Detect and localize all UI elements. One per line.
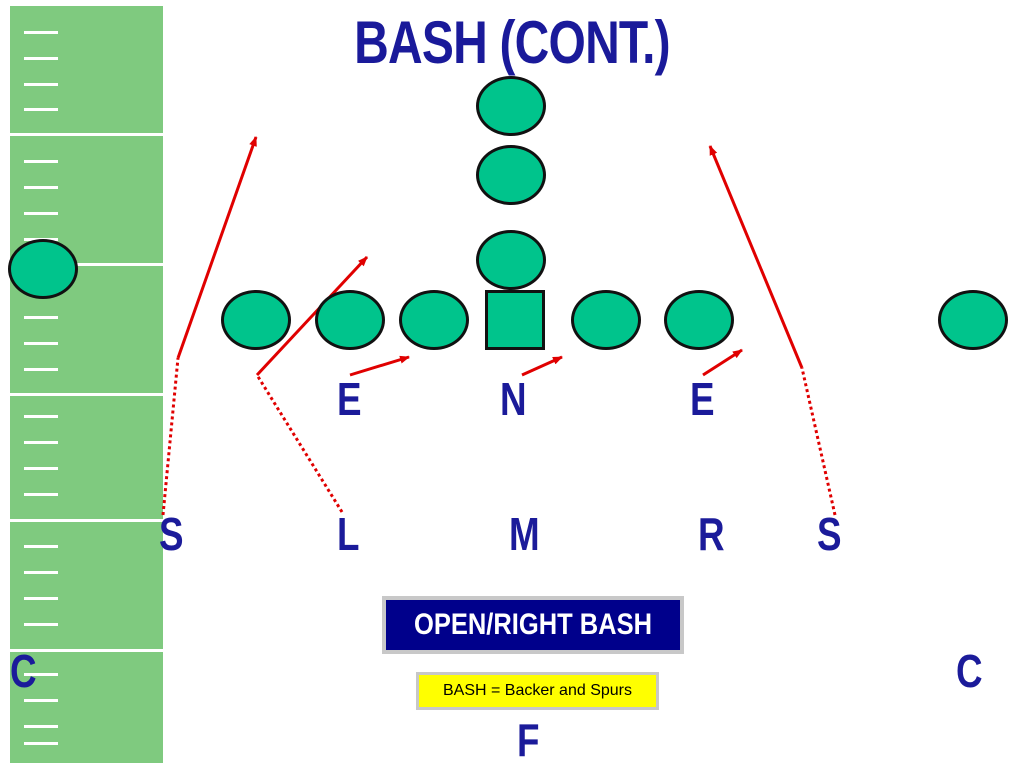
- call-box: OPEN/RIGHT BASH: [382, 596, 684, 654]
- offense-player-left-guard: [399, 290, 469, 350]
- hash-mark: [24, 699, 58, 702]
- hash-mark: [24, 368, 58, 371]
- hash-mark: [24, 212, 58, 215]
- hash-mark: [24, 83, 58, 86]
- offense-player-left-tackle: [315, 290, 385, 350]
- s-left-arrow: [176, 136, 258, 359]
- yard-line: [10, 519, 163, 522]
- s-right-dotted-path: [800, 367, 837, 516]
- hash-mark: [24, 467, 58, 470]
- hash-mark: [24, 673, 58, 676]
- s-right-arrow: [708, 145, 804, 369]
- yard-line: [10, 649, 163, 652]
- n-arrow: [521, 355, 563, 377]
- offense-player-wide-left: [8, 239, 78, 299]
- offense-player-backfield-mid: [476, 145, 546, 205]
- defender-r: R: [698, 508, 725, 560]
- hash-mark: [24, 571, 58, 574]
- yard-line: [10, 133, 163, 136]
- l-arrow: [255, 255, 369, 377]
- hash-mark: [24, 342, 58, 345]
- hash-mark: [24, 742, 58, 745]
- offense-player-backfield-deep: [476, 76, 546, 136]
- hash-mark: [24, 545, 58, 548]
- call-box-inner: OPEN/RIGHT BASH: [386, 600, 680, 650]
- defender-c-right: C: [956, 645, 983, 697]
- l-dotted-path: [255, 374, 344, 513]
- note-label: BASH = Backer and Spurs: [419, 675, 656, 707]
- defender-s-right: S: [817, 508, 842, 560]
- offense-player-wide-right: [938, 290, 1008, 350]
- e-left-arrow: [349, 355, 410, 377]
- diagram-title: BASH (CONT.): [354, 9, 671, 76]
- defender-s-left: S: [159, 508, 184, 560]
- offense-player-right-tackle: [664, 290, 734, 350]
- hash-mark: [24, 31, 58, 34]
- e-right-arrow: [702, 348, 743, 377]
- defender-n: N: [500, 373, 527, 425]
- defender-m: M: [509, 508, 540, 560]
- hash-mark: [24, 597, 58, 600]
- hash-mark: [24, 108, 58, 111]
- hash-mark: [24, 441, 58, 444]
- hash-mark: [24, 725, 58, 728]
- defender-e-right: E: [690, 373, 715, 425]
- offense-center: [485, 290, 545, 350]
- hash-mark: [24, 316, 58, 319]
- hash-mark: [24, 493, 58, 496]
- hash-mark: [24, 57, 58, 60]
- hash-mark: [24, 623, 58, 626]
- offense-player-tight-end: [221, 290, 291, 350]
- field-sideline: [10, 6, 163, 763]
- defender-e-left: E: [337, 373, 362, 425]
- offense-player-right-guard: [571, 290, 641, 350]
- defender-f: F: [517, 714, 540, 766]
- note-box: BASH = Backer and Spurs: [416, 672, 659, 710]
- s-left-dotted-path: [161, 357, 180, 516]
- hash-mark: [24, 186, 58, 189]
- call-box-label: OPEN/RIGHT BASH: [413, 608, 653, 641]
- hash-mark: [24, 415, 58, 418]
- defender-l: L: [337, 508, 360, 560]
- yard-line: [10, 393, 163, 396]
- yard-line: [10, 263, 163, 266]
- hash-mark: [24, 160, 58, 163]
- offense-player-quarterback: [476, 230, 546, 290]
- defender-c-left: C: [10, 645, 37, 697]
